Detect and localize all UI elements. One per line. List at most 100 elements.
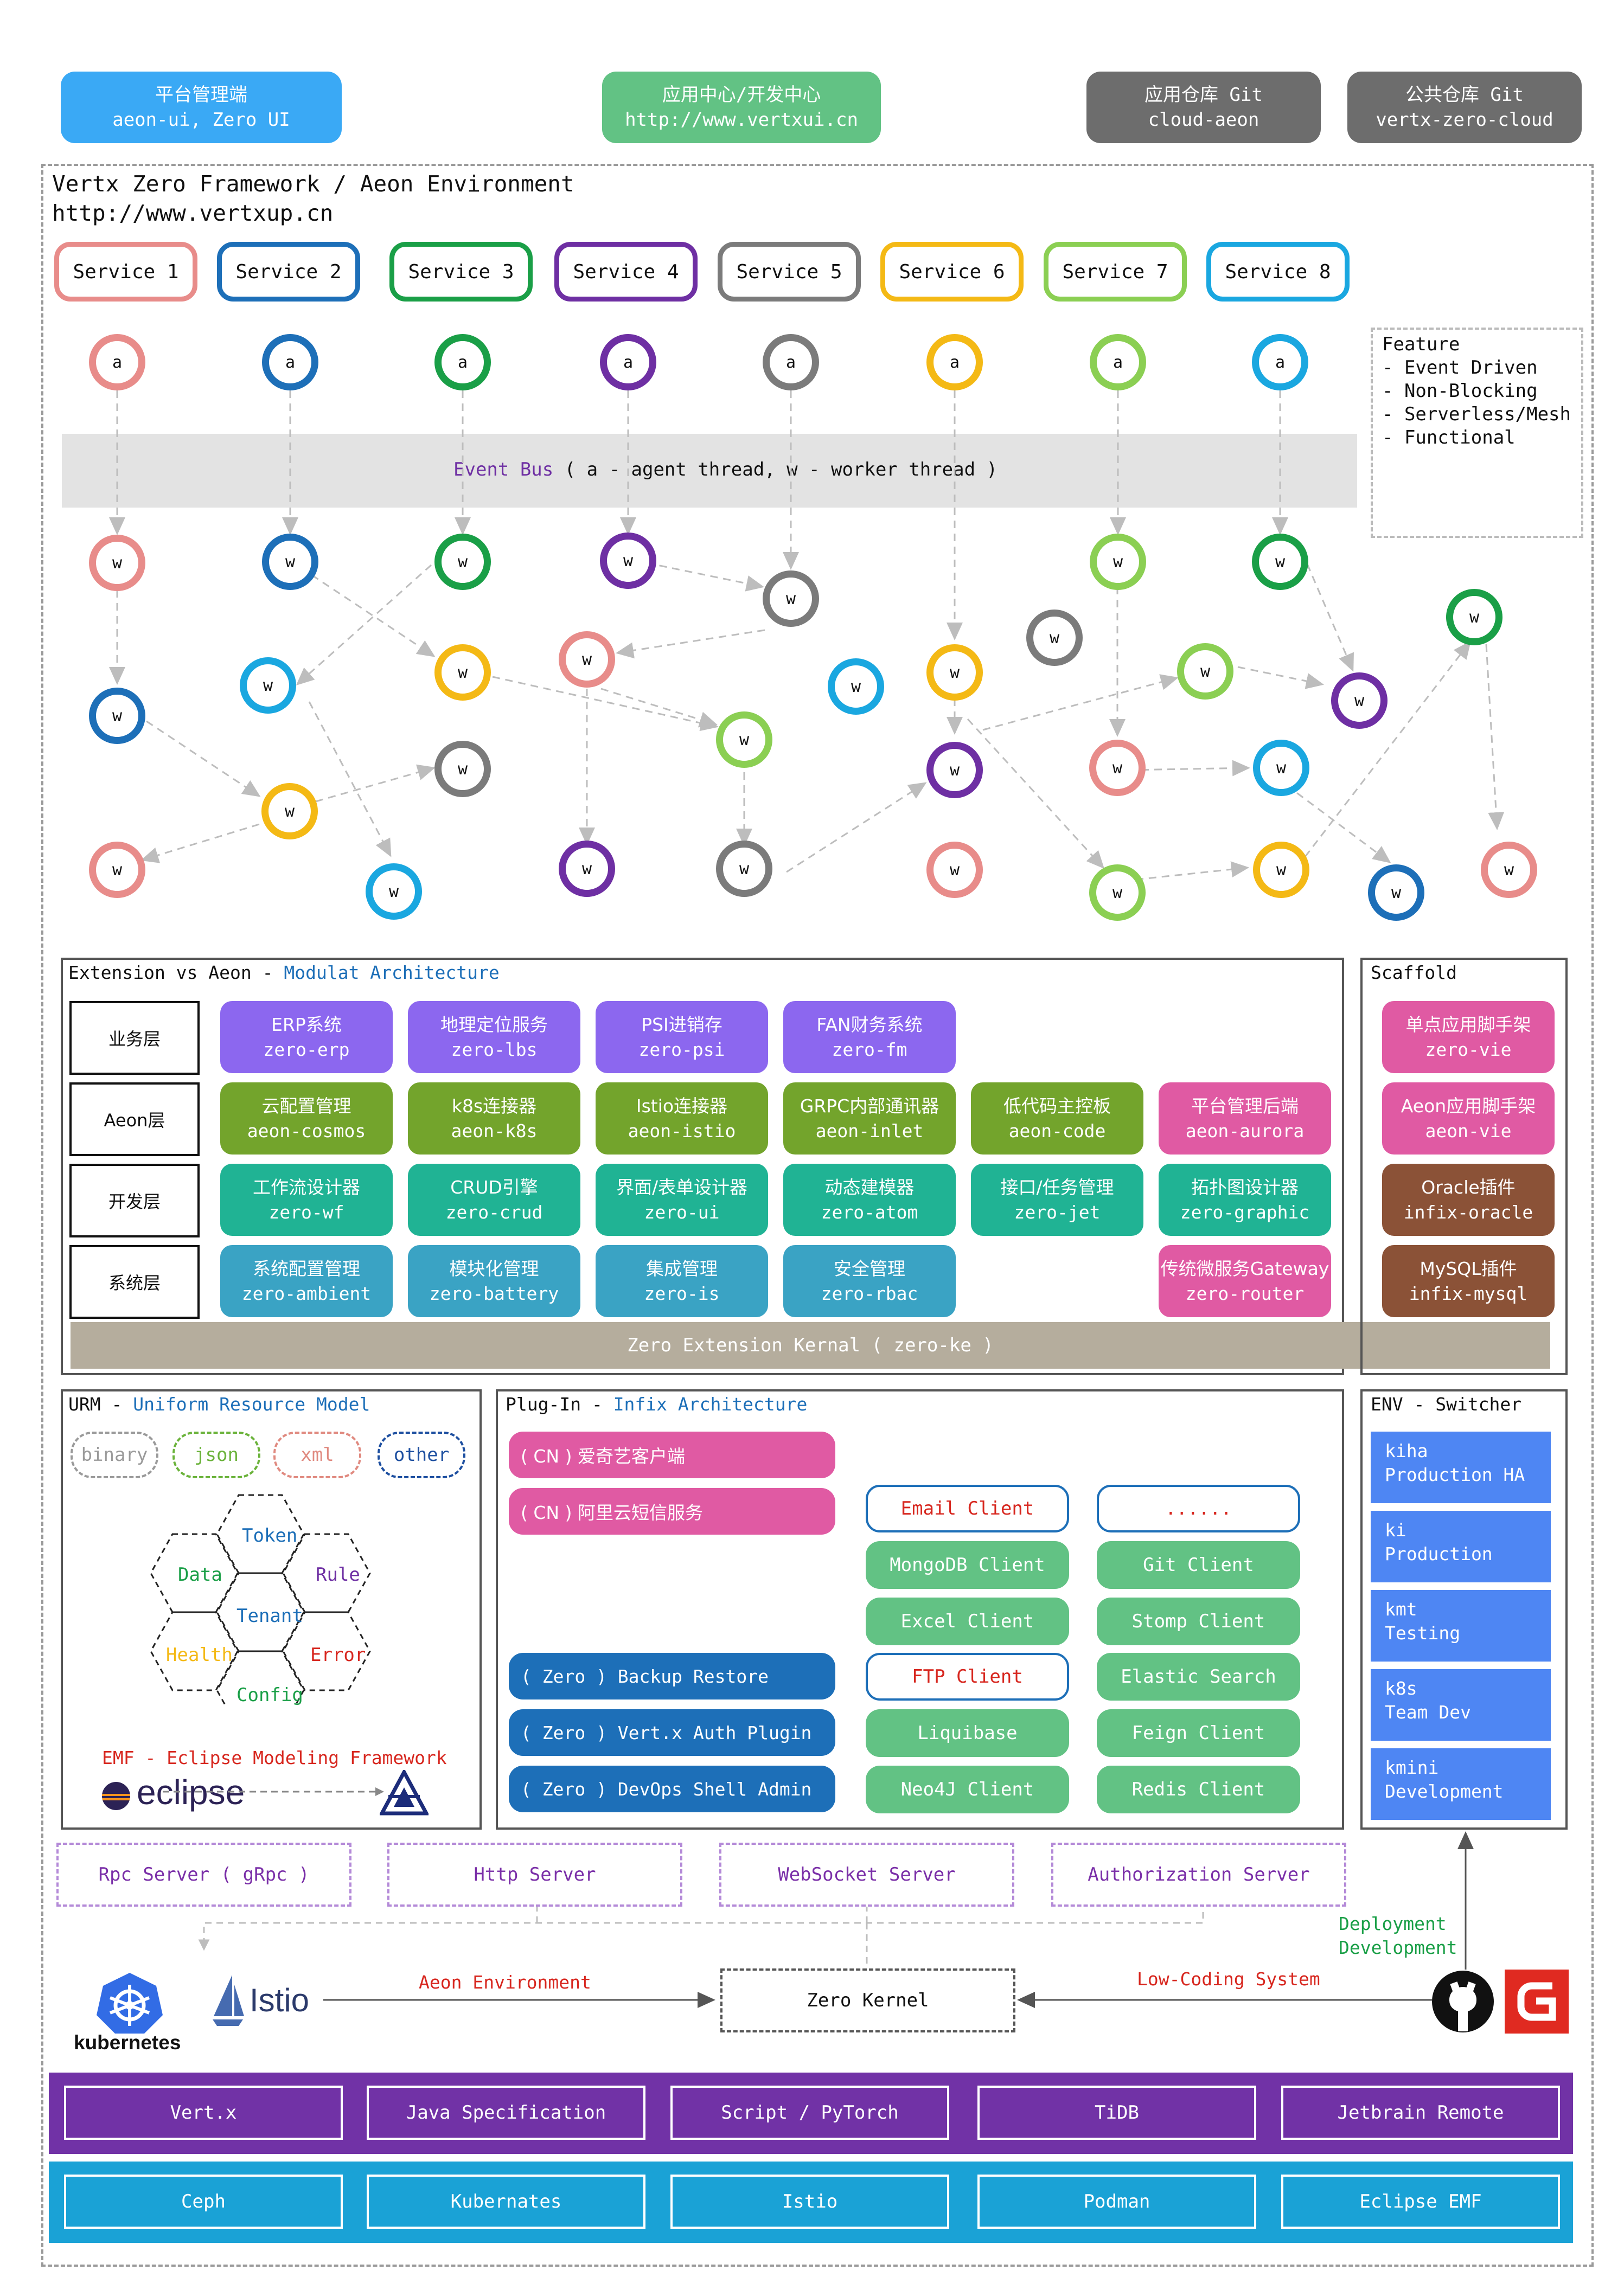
scaffold-cn-label: MySQL插件 bbox=[1420, 1258, 1517, 1279]
platform-tile-blue-3[interactable]: Podman bbox=[977, 2175, 1256, 2229]
format-tag-json[interactable]: json bbox=[172, 1432, 260, 1478]
layer-label-1: Aeon层 bbox=[69, 1082, 200, 1156]
service-8-button[interactable]: Service 8 bbox=[1206, 242, 1350, 302]
service-2-button[interactable]: Service 2 bbox=[217, 242, 360, 302]
platform-tile-blue-0[interactable]: Ceph bbox=[64, 2175, 343, 2229]
platform-admin-box[interactable]: 平台管理端 aeon-ui, Zero UI bbox=[61, 72, 342, 143]
client-feign-client[interactable]: Feign Client bbox=[1097, 1709, 1300, 1757]
client-git-client[interactable]: Git Client bbox=[1097, 1541, 1300, 1589]
format-tag-other[interactable]: other bbox=[378, 1432, 465, 1478]
app-repo-git-box[interactable]: 应用仓库 Git cloud-aeon bbox=[1086, 72, 1321, 143]
format-tag-binary[interactable]: binary bbox=[71, 1432, 158, 1478]
client-elastic-search[interactable]: Elastic Search bbox=[1097, 1653, 1300, 1701]
client-neo4j-client[interactable]: Neo4J Client bbox=[866, 1766, 1069, 1813]
worker-thread-node[interactable]: w bbox=[262, 534, 318, 590]
app-center-box[interactable]: 应用中心/开发中心 http://www.vertxui.cn bbox=[602, 72, 881, 143]
service-1-button[interactable]: Service 1 bbox=[54, 242, 197, 302]
service-7-button[interactable]: Service 7 bbox=[1044, 242, 1187, 302]
service-6-button[interactable]: Service 6 bbox=[880, 242, 1024, 302]
gitee-icon[interactable] bbox=[1505, 1970, 1569, 2034]
platform-tile-blue-1[interactable]: Kubernates bbox=[367, 2175, 645, 2229]
agent-thread-node[interactable]: a bbox=[1252, 334, 1308, 390]
module-en-label: zero-jet bbox=[1014, 1201, 1101, 1223]
env-desc: Production bbox=[1385, 1543, 1493, 1564]
aeon-environment-label: Aeon Environment bbox=[419, 1972, 591, 1993]
module-cn-label: 动态建模器 bbox=[824, 1176, 915, 1198]
platform-tile-purple-3[interactable]: TiDB bbox=[977, 2086, 1256, 2140]
module-cn-label: 界面/表单设计器 bbox=[616, 1176, 748, 1198]
more-clients-button[interactable]: ...... bbox=[1097, 1485, 1300, 1532]
service-4-button[interactable]: Service 4 bbox=[554, 242, 698, 302]
public-repo-title: 公共仓库 Git bbox=[1405, 84, 1524, 106]
server-3[interactable]: Authorization Server bbox=[1051, 1843, 1346, 1907]
framework-url[interactable]: http://www.vertxup.cn bbox=[52, 200, 334, 226]
service-5-button[interactable]: Service 5 bbox=[718, 242, 861, 302]
platform-tile-purple-4[interactable]: Jetbrain Remote bbox=[1281, 2086, 1560, 2140]
client-redis-client[interactable]: Redis Client bbox=[1097, 1766, 1300, 1813]
plugin-zero-1[interactable]: ( Zero ) Vert.x Auth Plugin bbox=[509, 1709, 835, 1756]
worker-thread-node[interactable]: w bbox=[261, 783, 318, 839]
worker-thread-node[interactable]: w bbox=[559, 631, 615, 688]
server-2[interactable]: WebSocket Server bbox=[719, 1843, 1014, 1907]
server-1[interactable]: Http Server bbox=[387, 1843, 682, 1907]
zero-kernel-box[interactable]: Zero Kernel bbox=[720, 1968, 1015, 2032]
env-desc: Development bbox=[1385, 1781, 1504, 1802]
public-repo-git-box[interactable]: 公共仓库 Git vertx-zero-cloud bbox=[1347, 72, 1582, 143]
server-0[interactable]: Rpc Server ( gRpc ) bbox=[56, 1843, 351, 1907]
client-liquibase[interactable]: Liquibase bbox=[866, 1709, 1069, 1757]
client-stomp-client[interactable]: Stomp Client bbox=[1097, 1598, 1300, 1645]
client-mongodb-client[interactable]: MongoDB Client bbox=[866, 1541, 1069, 1589]
platform-tile-blue-2[interactable]: Istio bbox=[670, 2175, 949, 2229]
client-ftp-client[interactable]: FTP Client bbox=[866, 1653, 1069, 1701]
plugin-zero-2[interactable]: ( Zero ) DevOps Shell Admin bbox=[509, 1766, 835, 1812]
platform-tile-purple-1[interactable]: Java Specification bbox=[367, 2086, 645, 2140]
plugin-cn-0[interactable]: ( CN ) 爱奇艺客户端 bbox=[509, 1432, 835, 1478]
platform-tile-blue-4[interactable]: Eclipse EMF bbox=[1281, 2175, 1560, 2229]
event-bus-text: ( a - agent thread, w - worker thread ) bbox=[553, 459, 998, 480]
platform-tile-purple-2[interactable]: Script / PyTorch bbox=[670, 2086, 949, 2140]
format-tag-xml[interactable]: xml bbox=[273, 1432, 361, 1478]
github-icon[interactable] bbox=[1432, 1971, 1494, 2032]
client-excel-client[interactable]: Excel Client bbox=[866, 1598, 1069, 1645]
hex-rule: Rule bbox=[316, 1564, 360, 1586]
plugin-cn-1[interactable]: ( CN ) 阿里云短信服务 bbox=[509, 1488, 835, 1535]
email-client-button[interactable]: Email Client bbox=[866, 1485, 1069, 1532]
plugin-zero-0[interactable]: ( Zero ) Backup Restore bbox=[509, 1653, 835, 1699]
platform-tile-purple-0[interactable]: Vert.x bbox=[64, 2086, 343, 2140]
module-en-label: zero-is bbox=[644, 1282, 720, 1304]
env-frame bbox=[1360, 1389, 1568, 1830]
worker-thread-node[interactable]: w bbox=[89, 535, 145, 591]
service-3-button[interactable]: Service 3 bbox=[389, 242, 533, 302]
